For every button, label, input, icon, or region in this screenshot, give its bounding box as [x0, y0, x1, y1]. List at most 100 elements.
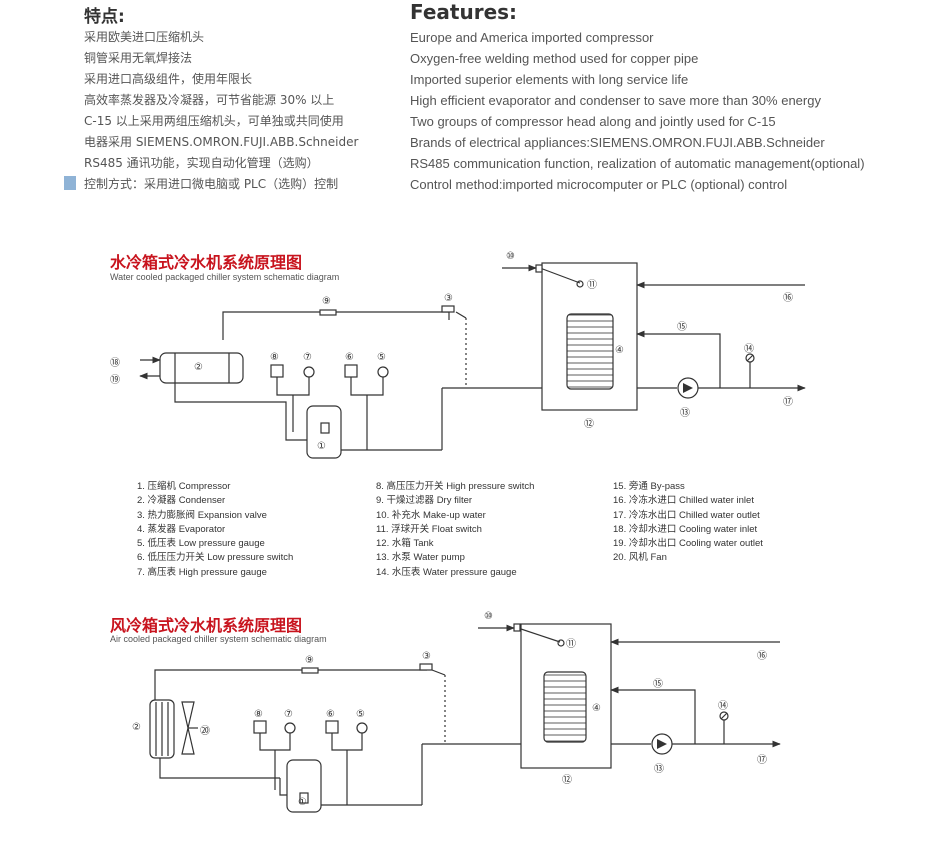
- label-16: ⑯: [783, 293, 793, 304]
- label-14: ⑭: [718, 701, 728, 712]
- high-pressure-switch: [270, 364, 284, 378]
- legend-item: 6. 低压压力开关 Low pressure switch: [137, 552, 294, 564]
- legend-item: 18. 冷却水进口 Cooling water inlet: [613, 523, 758, 535]
- list-item: Oxygen-free welding method used for copp…: [410, 51, 699, 66]
- legend-item: 3. 热力膨胀阀 Expansion valve: [137, 509, 267, 521]
- list-item: Two groups of compressor head along and …: [410, 114, 776, 129]
- label-9: ⑨: [305, 655, 314, 666]
- legend-item: 8. 高压压力开关 High pressure switch: [376, 481, 535, 492]
- low-pressure-switch: [344, 364, 358, 378]
- label-20: ⑳: [200, 726, 210, 737]
- label-4: ④: [592, 703, 601, 714]
- dry-filter: [319, 309, 337, 316]
- features-en-title: Features:: [410, 0, 518, 24]
- label-13: ⑬: [680, 408, 690, 419]
- legend-item: 20. 风机 Fan: [613, 552, 667, 564]
- label-14: ⑭: [744, 344, 754, 355]
- label-19: ⑲: [110, 375, 120, 386]
- list-item: Europe and America imported compressor: [410, 30, 654, 45]
- legend-item: 16. 冷冻水进口 Chilled water inlet: [613, 495, 754, 507]
- list-item: High efficient evaporator and condenser …: [410, 93, 821, 108]
- legend-item: 19. 冷却水出口 Cooling water outlet: [613, 538, 763, 550]
- legend-item: 2. 冷凝器 Condenser: [137, 495, 226, 507]
- list-item: Brands of electrical appliances:SIEMENS.…: [410, 135, 825, 150]
- compressor: [306, 405, 342, 459]
- label-8: ⑧: [270, 352, 279, 363]
- label-12: ⑫: [584, 419, 594, 430]
- diagram2-subtitle: Air cooled packaged chiller system schem…: [110, 634, 327, 644]
- tank: [520, 623, 612, 769]
- expansion-valve: [441, 305, 455, 313]
- label-17: ⑰: [783, 397, 793, 408]
- dry-filter: [301, 667, 319, 674]
- legend-item: 10. 补充水 Make-up water: [376, 509, 486, 521]
- compressor: [286, 759, 322, 813]
- legend-item: 5. 低压表 Low pressure gauge: [137, 538, 265, 550]
- list-item: C-15 以上采用两组压缩机头，可单独或共同使用: [84, 114, 344, 128]
- features-cn-title: 特点:: [84, 7, 125, 27]
- high-pressure-gauge: [284, 722, 296, 734]
- list-item: 电器采用 SIEMENS.OMRON.FUJI.ABB.Schneider: [84, 135, 359, 149]
- list-item: Imported superior elements with long ser…: [410, 72, 689, 87]
- list-item: 采用进口高级组件，使用年限长: [84, 72, 253, 86]
- label-6: ⑥: [326, 709, 335, 720]
- legend-item: 14. 水压表 Water pressure gauge: [376, 566, 517, 578]
- label-3: ③: [444, 293, 453, 304]
- diagram1-title: 水冷箱式冷水机系统原理图: [110, 253, 303, 272]
- low-pressure-gauge: [356, 722, 368, 734]
- label-13: ⑬: [654, 764, 664, 775]
- label-12: ⑫: [562, 775, 572, 786]
- list-item: Control method:imported microcomputer or…: [410, 177, 788, 192]
- list-item: RS485 通讯功能，实现自动化管理（选购）: [84, 156, 319, 170]
- legend-item: 9. 干燥过滤器 Dry filter: [376, 495, 473, 507]
- legend-item: 1. 压缩机 Compressor: [137, 481, 231, 492]
- label-9: ⑨: [322, 296, 331, 307]
- label-10: ⑩: [506, 251, 515, 262]
- label-17: ⑰: [757, 755, 767, 766]
- evaporator: [543, 671, 587, 743]
- legend-item: 11. 浮球开关 Float switch: [376, 523, 482, 535]
- list-marker: [64, 176, 76, 190]
- label-5: ⑤: [356, 709, 365, 720]
- features-en-list: Europe and America imported compressor O…: [410, 27, 865, 195]
- label-8: ⑧: [254, 709, 263, 720]
- legend-col-1: 1. 压缩机 Compressor 2. 冷凝器 Condenser 3. 热力…: [137, 480, 293, 580]
- label-2: ②: [194, 362, 203, 373]
- label-1: ①: [298, 797, 307, 808]
- label-7: ⑦: [284, 709, 293, 720]
- label-7: ⑦: [303, 352, 312, 363]
- label-10: ⑩: [484, 611, 493, 622]
- label-1: ①: [317, 441, 326, 452]
- features-cn-list: 采用欧美进口压缩机头 铜管采用无氧焊接法 采用进口高级组件，使用年限长 高效率蒸…: [84, 27, 358, 195]
- condenser: [159, 352, 244, 384]
- list-item: 控制方式：采用进口微电脑或 PLC（选购）控制: [84, 177, 339, 191]
- label-6: ⑥: [345, 352, 354, 363]
- label-16: ⑯: [757, 651, 767, 662]
- list-item: 高效率蒸发器及冷凝器，可节省能源 30% 以上: [84, 93, 335, 107]
- high-pressure-switch: [253, 720, 267, 734]
- label-2: ②: [132, 722, 141, 733]
- legend-col-2: 8. 高压压力开关 High pressure switch 9. 干燥过滤器 …: [376, 480, 534, 580]
- label-5: ⑤: [377, 352, 386, 363]
- diagram2-title: 风冷箱式冷水机系统原理图: [110, 616, 303, 635]
- legend-item: 4. 蒸发器 Evaporator: [137, 523, 226, 535]
- legend-item: 15. 旁通 By-pass: [613, 481, 685, 492]
- low-pressure-gauge: [377, 366, 389, 378]
- low-pressure-switch: [325, 720, 339, 734]
- label-15: ⑮: [677, 322, 687, 333]
- list-item: 采用欧美进口压缩机头: [84, 30, 205, 44]
- evaporator: [566, 313, 614, 390]
- legend-col-3: 15. 旁通 By-pass 16. 冷冻水进口 Chilled water i…: [613, 480, 763, 566]
- legend-item: 13. 水泵 Water pump: [376, 552, 465, 564]
- legend-item: 7. 高压表 High pressure gauge: [137, 566, 267, 578]
- list-item: 铜管采用无氧焊接法: [84, 51, 193, 65]
- label-4: ④: [615, 345, 624, 356]
- expansion-valve: [419, 663, 433, 671]
- high-pressure-gauge: [303, 366, 315, 378]
- label-18: ⑱: [110, 358, 120, 369]
- label-15: ⑮: [653, 679, 663, 690]
- label-11: ⑪: [587, 280, 597, 291]
- legend-item: 17. 冷冻水出口 Chilled water outlet: [613, 509, 760, 521]
- label-3: ③: [422, 651, 431, 662]
